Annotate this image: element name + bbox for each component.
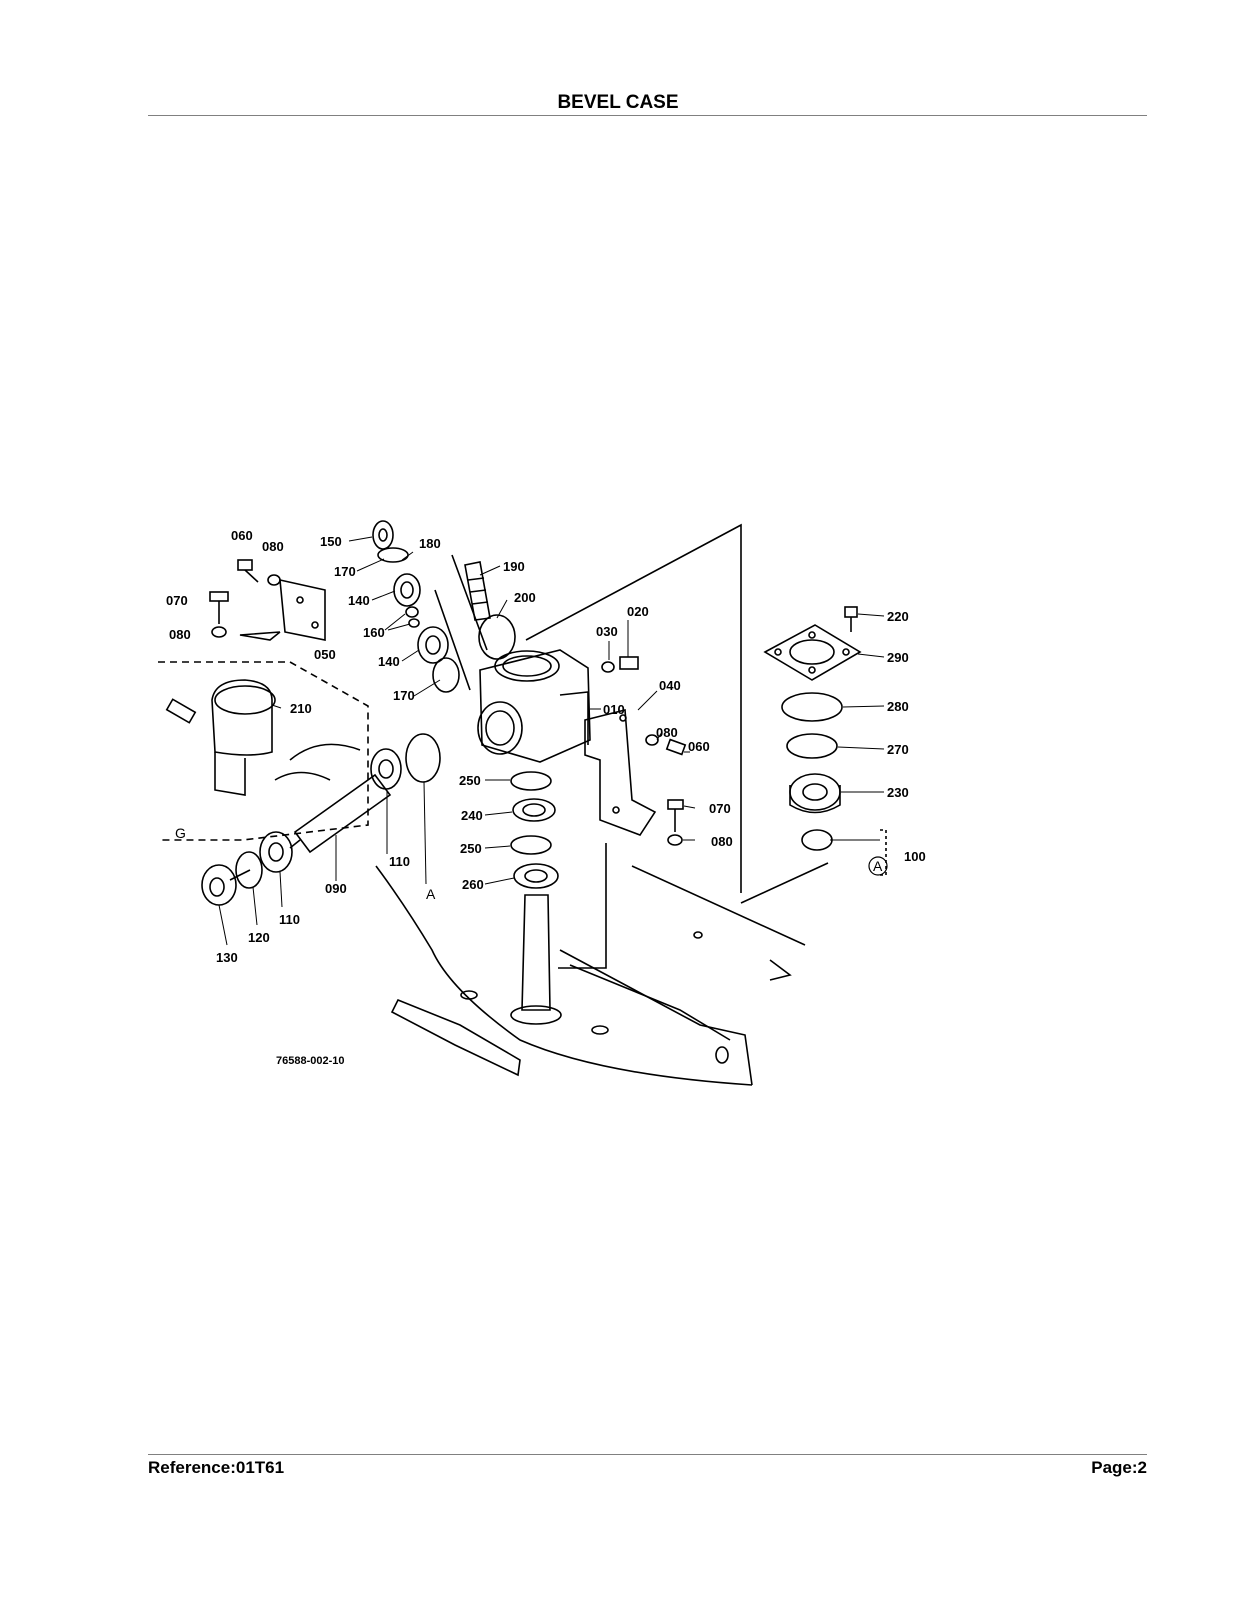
- figure-id: 76588-002-10: [276, 1055, 345, 1067]
- callout-220: 220: [887, 609, 909, 624]
- section-letter-g: G: [175, 825, 186, 841]
- footer-page-number: Page:2: [1091, 1458, 1147, 1477]
- callout-070: 070: [166, 593, 188, 608]
- circled-a-marker: [868, 856, 888, 876]
- header-rule: [148, 115, 1147, 116]
- callout-210: 210: [290, 701, 312, 716]
- bevel-gear-a: [405, 733, 441, 783]
- vertical-shaft: [521, 894, 551, 1011]
- callout-080: 080: [711, 834, 733, 849]
- callout-270: 270: [887, 742, 909, 757]
- callout-020: 020: [627, 604, 649, 619]
- shaft-090: [293, 773, 392, 854]
- callout-180: 180: [419, 536, 441, 551]
- callout-170: 170: [334, 564, 356, 579]
- callout-130: 130: [216, 950, 238, 965]
- callout-080: 080: [656, 725, 678, 740]
- callout-190: 190: [503, 559, 525, 574]
- callout-280: 280: [887, 699, 909, 714]
- section-letter-a: A: [426, 886, 436, 902]
- bevel-case-housing: [477, 649, 591, 763]
- callout-120: 120: [248, 930, 270, 945]
- callout-160: 160: [363, 625, 385, 640]
- flange-290: [763, 624, 862, 681]
- callout-250: 250: [460, 841, 482, 856]
- callout-040: 040: [659, 678, 681, 693]
- callout-010: 010: [603, 702, 625, 717]
- frame-line: [525, 523, 742, 893]
- callout-260: 260: [462, 877, 484, 892]
- callout-090: 090: [325, 881, 347, 896]
- chassis-outline: [375, 865, 753, 1086]
- callout-100: 100: [904, 849, 926, 864]
- callout-030: 030: [596, 624, 618, 639]
- callout-110: 110: [389, 854, 410, 869]
- footer-rule: [148, 1454, 1147, 1455]
- callout-080: 080: [262, 539, 284, 554]
- callout-070: 070: [709, 801, 731, 816]
- bracket-040: [584, 708, 657, 836]
- callout-060: 060: [231, 528, 253, 543]
- bracket-050: [239, 578, 326, 641]
- callout-140: 140: [348, 593, 370, 608]
- callout-240: 240: [461, 808, 483, 823]
- callout-200: 200: [514, 590, 536, 605]
- cover-210: [211, 679, 273, 756]
- callout-050: 050: [314, 647, 336, 662]
- callout-110: 110: [279, 912, 300, 927]
- shaft-190: [464, 561, 491, 621]
- callout-230: 230: [887, 785, 909, 800]
- bevel-gear-200: [478, 614, 516, 660]
- footer-reference: Reference:01T61: [148, 1458, 285, 1477]
- callout-060: 060: [688, 739, 710, 754]
- callout-170: 170: [393, 688, 415, 703]
- callout-140: 140: [378, 654, 400, 669]
- section-letter-a-circled: A: [873, 858, 883, 874]
- callout-290: 290: [887, 650, 909, 665]
- callout-250: 250: [459, 773, 481, 788]
- callout-150: 150: [320, 534, 342, 549]
- page-title: BEVEL CASE: [557, 92, 679, 113]
- guide-g-outline: [158, 661, 369, 841]
- callout-080: 080: [169, 627, 191, 642]
